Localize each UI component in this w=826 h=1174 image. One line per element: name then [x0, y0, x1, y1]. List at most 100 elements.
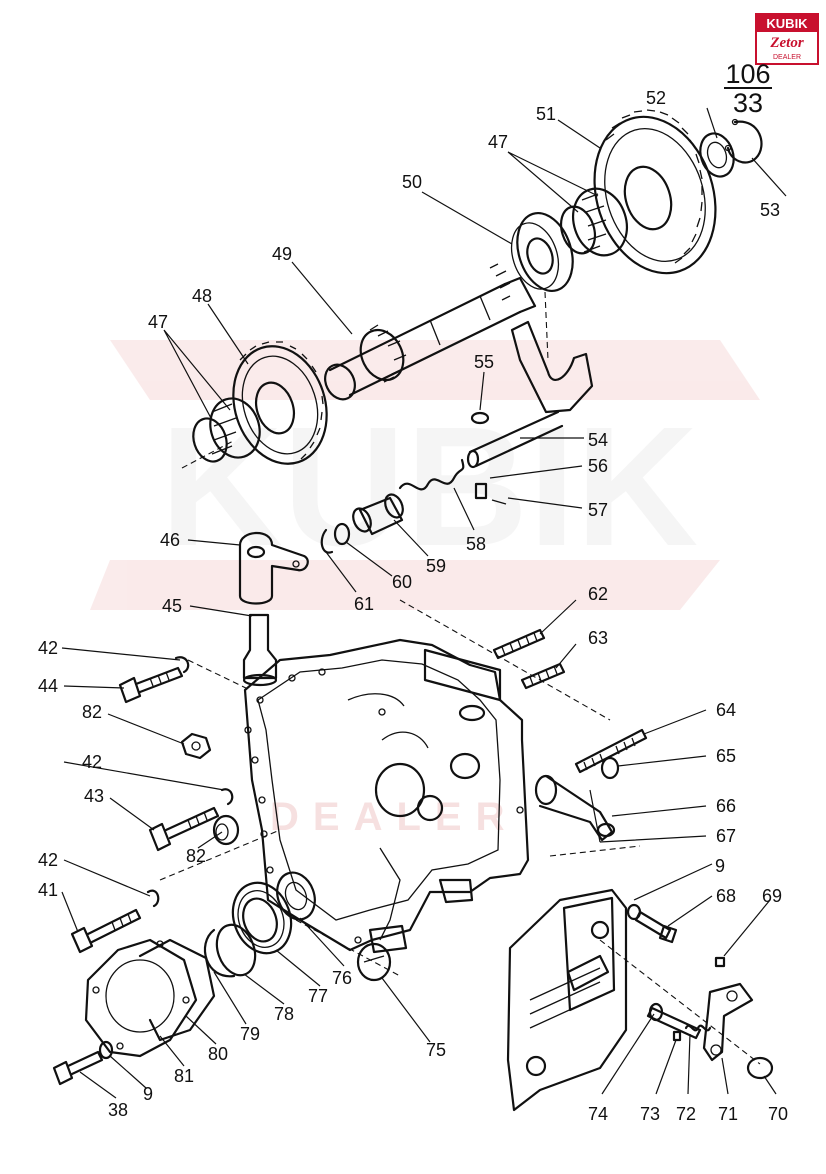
needle-bearing-47-lower: [192, 397, 261, 463]
callout-66: 66: [716, 796, 736, 816]
callout-80: 80: [208, 1044, 228, 1064]
bolt-44: [118, 666, 184, 704]
callout-54: 54: [588, 430, 608, 450]
gear-48: [232, 341, 328, 465]
shift-fork-54: [510, 320, 594, 414]
callout-42-c: 42: [38, 850, 58, 870]
callout-68: 68: [716, 886, 736, 906]
callout-65: 65: [716, 746, 736, 766]
pin-56: [474, 482, 488, 500]
washer-52: [699, 132, 735, 178]
ball-bearing-77: [231, 881, 293, 955]
callout-9-b: 9: [715, 856, 725, 876]
page-ref-numerator: 106: [725, 59, 770, 89]
needle-bearing-47-upper: [559, 187, 628, 257]
logo-brand: KUBIK: [766, 16, 808, 31]
callout-63: 63: [588, 628, 608, 648]
callout-53: 53: [760, 200, 780, 220]
callout-42-a: 42: [38, 638, 58, 658]
spring-58: [398, 458, 465, 491]
callout-38: 38: [108, 1100, 128, 1120]
callout-72: 72: [676, 1104, 696, 1124]
kubik-zetor-logo: KUBIK Zetor DEALER: [755, 13, 819, 65]
callout-58: 58: [466, 534, 486, 554]
fork-rail-54: [468, 410, 564, 468]
callout-67: 67: [716, 826, 736, 846]
callout-49: 49: [272, 244, 292, 264]
shaft-74: [646, 1002, 702, 1040]
callout-70: 70: [768, 1104, 788, 1124]
shaft-49: [324, 263, 537, 401]
side-cover-67: [506, 888, 628, 1112]
plug-75: [356, 942, 392, 982]
callout-59: 59: [426, 556, 446, 576]
stud-63: [520, 662, 566, 690]
nut-55: [470, 411, 490, 425]
assembly-lines: [159, 291, 761, 1065]
callout-48: 48: [192, 286, 212, 306]
circlip-79: [203, 928, 236, 978]
seal-76: [276, 871, 316, 921]
callout-82-a: 82: [82, 702, 102, 722]
dealer-watermark: KUBIK DEALER: [90, 340, 760, 839]
leader-lines: [61, 107, 787, 1099]
callout-labels: 38 9 41 42 42 42 43 44 45 46 47 47 48 49…: [38, 88, 788, 1124]
callout-64: 64: [716, 700, 736, 720]
circlip-61: [320, 528, 334, 554]
callout-47-lower: 47: [148, 312, 168, 332]
shaft-66: [534, 774, 616, 842]
callout-51: 51: [536, 104, 556, 124]
bolt-68: [634, 910, 678, 944]
bush-65: [600, 756, 620, 780]
callout-78: 78: [274, 1004, 294, 1024]
page-ref-denominator: 33: [733, 88, 763, 118]
callout-45: 45: [162, 596, 182, 616]
callout-75: 75: [426, 1040, 446, 1060]
callout-79: 79: [240, 1024, 260, 1044]
callout-52: 52: [646, 88, 666, 108]
washer-42-b: [220, 788, 234, 806]
callout-76: 76: [332, 968, 352, 988]
knob-70: [746, 1056, 774, 1080]
bolt-43: [148, 806, 220, 852]
washer-9-a: [98, 1040, 114, 1060]
callout-57: 57: [588, 500, 608, 520]
upper-shaft-assembly: [192, 109, 763, 465]
lever-46: [238, 531, 309, 605]
washer-42-a: [174, 656, 190, 674]
callout-42-b: 42: [82, 752, 102, 772]
callout-50: 50: [402, 172, 422, 192]
lever-71: [702, 982, 754, 1062]
stud-62: [492, 628, 546, 660]
callout-71: 71: [718, 1104, 738, 1124]
grease-nipple-69: [714, 956, 726, 968]
stud-64: [574, 728, 648, 774]
callout-9-a: 9: [143, 1084, 153, 1104]
callout-82-b: 82: [186, 846, 206, 866]
gasket-80: [138, 938, 216, 1042]
circlip-53: [724, 118, 763, 164]
callout-69: 69: [762, 886, 782, 906]
bolt-41: [70, 908, 142, 954]
synchro-hub-50: [510, 212, 574, 292]
washer-42-c: [146, 889, 160, 908]
logo-sub: Zetor: [769, 35, 803, 51]
nut-82-b: [212, 814, 240, 846]
callout-61: 61: [354, 594, 374, 614]
bolt-38: [52, 1050, 104, 1086]
callout-46: 46: [160, 530, 180, 550]
callout-55: 55: [474, 352, 494, 372]
callout-43: 43: [84, 786, 104, 806]
callout-56: 56: [588, 456, 608, 476]
ball-73: [672, 1030, 682, 1042]
callout-74: 74: [588, 1104, 608, 1124]
watermark-sub: DEALER: [270, 795, 518, 839]
sleeve-59: [352, 493, 404, 536]
callout-47-upper: 47: [488, 132, 508, 152]
callout-44: 44: [38, 676, 58, 696]
callout-41: 41: [38, 880, 58, 900]
pin-45: [242, 613, 278, 687]
nut-82-a: [180, 732, 212, 760]
cover-81: [84, 938, 198, 1058]
